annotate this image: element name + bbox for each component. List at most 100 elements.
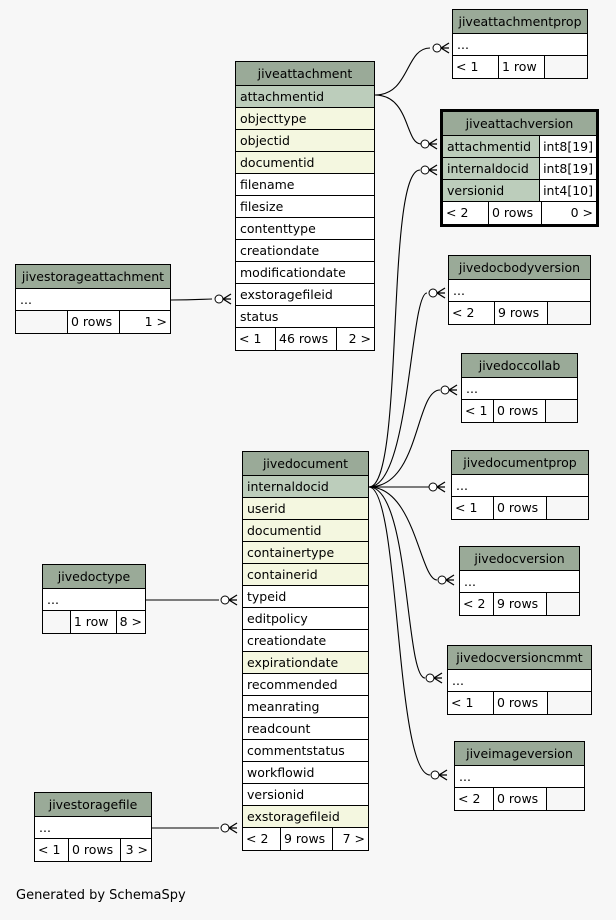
column-ellipsis: ... [448, 670, 591, 692]
table-footer: < 1 1 row [453, 56, 587, 78]
column-internaldocid: internaldocid [243, 476, 368, 498]
column-documentid: documentid [243, 520, 368, 542]
table-title: jivestorageattachment [16, 265, 170, 289]
crows-foot-marker [433, 672, 443, 684]
column-exstoragefileid: exstoragefileid [243, 806, 368, 828]
table-footer: < 1 0 rows 3 > [35, 839, 151, 861]
crows-foot-marker [228, 822, 238, 834]
edge-document-attachversion [368, 164, 438, 488]
children-count[interactable]: 1 > [144, 314, 167, 329]
table-title: jiveattachmentprop [453, 10, 587, 34]
row-count: 0 rows [494, 400, 546, 422]
parents-count[interactable]: < 2 [449, 302, 495, 324]
column-contenttype: contenttype [236, 218, 374, 240]
table-jivedocversion[interactable]: jivedocversion ... < 2 9 rows [459, 546, 580, 616]
column-userid: userid [243, 498, 368, 520]
table-jiveimageversion[interactable]: jiveimageversion ... < 2 0 rows [454, 741, 585, 811]
parents-count[interactable]: < 2 [460, 593, 494, 615]
table-footer: < 2 0 rows 0 > [443, 202, 596, 224]
table-footer: 0 rows 1 > [16, 311, 170, 333]
edge-storagefile-document [152, 822, 238, 834]
children-count[interactable]: 7 > [342, 831, 365, 846]
column-ellipsis: ... [35, 817, 151, 839]
column-ellipsis: ... [449, 280, 590, 302]
crows-foot-marker [445, 574, 455, 586]
column-typeid: typeid [243, 586, 368, 608]
column-versionid: versionid [243, 784, 368, 806]
parents-count[interactable]: < 1 [448, 692, 494, 714]
parents-count[interactable]: < 2 [455, 788, 494, 810]
table-title: jiveimageversion [455, 742, 584, 766]
crows-foot-marker [440, 42, 450, 54]
table-title: jivedocumentprop [452, 451, 588, 475]
column-status: status [236, 306, 374, 328]
column-filename: filename [236, 174, 374, 196]
table-jivedocument[interactable]: jivedocument internaldocid userid docume… [242, 451, 369, 851]
column-recommended: recommended [243, 674, 368, 696]
parents-count[interactable]: < 1 [453, 56, 499, 78]
children-count[interactable]: 8 > [119, 614, 142, 629]
crows-foot-marker [436, 287, 446, 299]
zero-or-many-marker [220, 823, 230, 833]
row-count: 9 rows [281, 828, 333, 850]
table-jiveattachmentprop[interactable]: jiveattachmentprop ... < 1 1 row [452, 9, 588, 79]
children-count[interactable]: 2 > [348, 331, 371, 346]
table-jivedocbodyversion[interactable]: jivedocbodyversion ... < 2 9 rows [448, 255, 591, 325]
zero-or-many-marker [432, 43, 442, 53]
table-jiveattachment[interactable]: jiveattachment attachmentid objecttype o… [235, 61, 375, 351]
children-count: 0 > [570, 205, 593, 220]
column-name: internaldocid [443, 158, 541, 179]
column-filesize: filesize [236, 196, 374, 218]
column-containerid: containerid [243, 564, 368, 586]
column-ellipsis: ... [455, 766, 584, 788]
table-jivedocumentprop[interactable]: jivedocumentprop ... < 1 0 rows [451, 450, 589, 520]
table-title: jivedocument [243, 452, 368, 476]
row-count: 1 row [71, 611, 117, 633]
table-jivedoccollab[interactable]: jivedoccollab ... < 1 0 rows [461, 353, 578, 423]
edge-attachment-attachversion [374, 94, 438, 150]
table-title: jivedoctype [43, 565, 145, 589]
table-title: jivedoccollab [462, 354, 577, 378]
parents-count[interactable]: < 1 [452, 497, 494, 519]
table-title: jivestoragefile [35, 793, 151, 817]
row-count: 0 rows [494, 497, 547, 519]
parents-count[interactable]: < 1 [35, 839, 69, 861]
zero-or-many-marker [420, 139, 430, 149]
column-commentstatus: commentstatus [243, 740, 368, 762]
table-footer: < 2 9 rows [449, 302, 590, 324]
table-footer: < 1 0 rows [462, 400, 577, 422]
crows-foot-marker [448, 384, 458, 396]
column-readcount: readcount [243, 718, 368, 740]
parents-count[interactable]: < 2 [243, 828, 281, 850]
zero-or-many-marker [437, 575, 447, 585]
table-jivestoragefile[interactable]: jivestoragefile ... < 1 0 rows 3 > [34, 792, 152, 862]
parents-count [16, 311, 68, 333]
crows-foot-marker [436, 481, 446, 493]
table-jivedocversioncmmt[interactable]: jivedocversioncmmt ... < 1 0 rows [447, 645, 592, 715]
parents-count[interactable]: < 1 [462, 400, 494, 422]
children-count [548, 302, 590, 324]
crows-foot-marker [228, 594, 238, 606]
table-footer: < 1 0 rows [448, 692, 591, 714]
table-jivedoctype[interactable]: jivedoctype ... 1 row 8 > [42, 564, 146, 634]
zero-or-many-marker [214, 294, 224, 304]
column-ellipsis: ... [462, 378, 577, 400]
column-objectid: objectid [236, 130, 374, 152]
table-jiveattachversion[interactable]: jiveattachversion attachmentid int8[19] … [440, 109, 599, 227]
column-type: int8[19] [540, 158, 596, 179]
children-count[interactable]: 3 > [125, 842, 148, 857]
table-jivestorageattachment[interactable]: jivestorageattachment ... 0 rows 1 > [15, 264, 171, 334]
column-creationdate: creationdate [236, 240, 374, 262]
parents-count[interactable]: < 2 [443, 202, 489, 224]
column-ellipsis: ... [43, 589, 145, 611]
column-modificationdate: modificationdate [236, 262, 374, 284]
column-type: int8[19] [540, 136, 596, 157]
children-count [547, 497, 588, 519]
column-expirationdate: expirationdate [243, 652, 368, 674]
crows-foot-marker [222, 293, 232, 305]
zero-or-many-marker [440, 385, 450, 395]
parents-count[interactable]: < 1 [236, 328, 276, 350]
children-count [546, 400, 577, 422]
column-name: versionid [443, 180, 541, 201]
